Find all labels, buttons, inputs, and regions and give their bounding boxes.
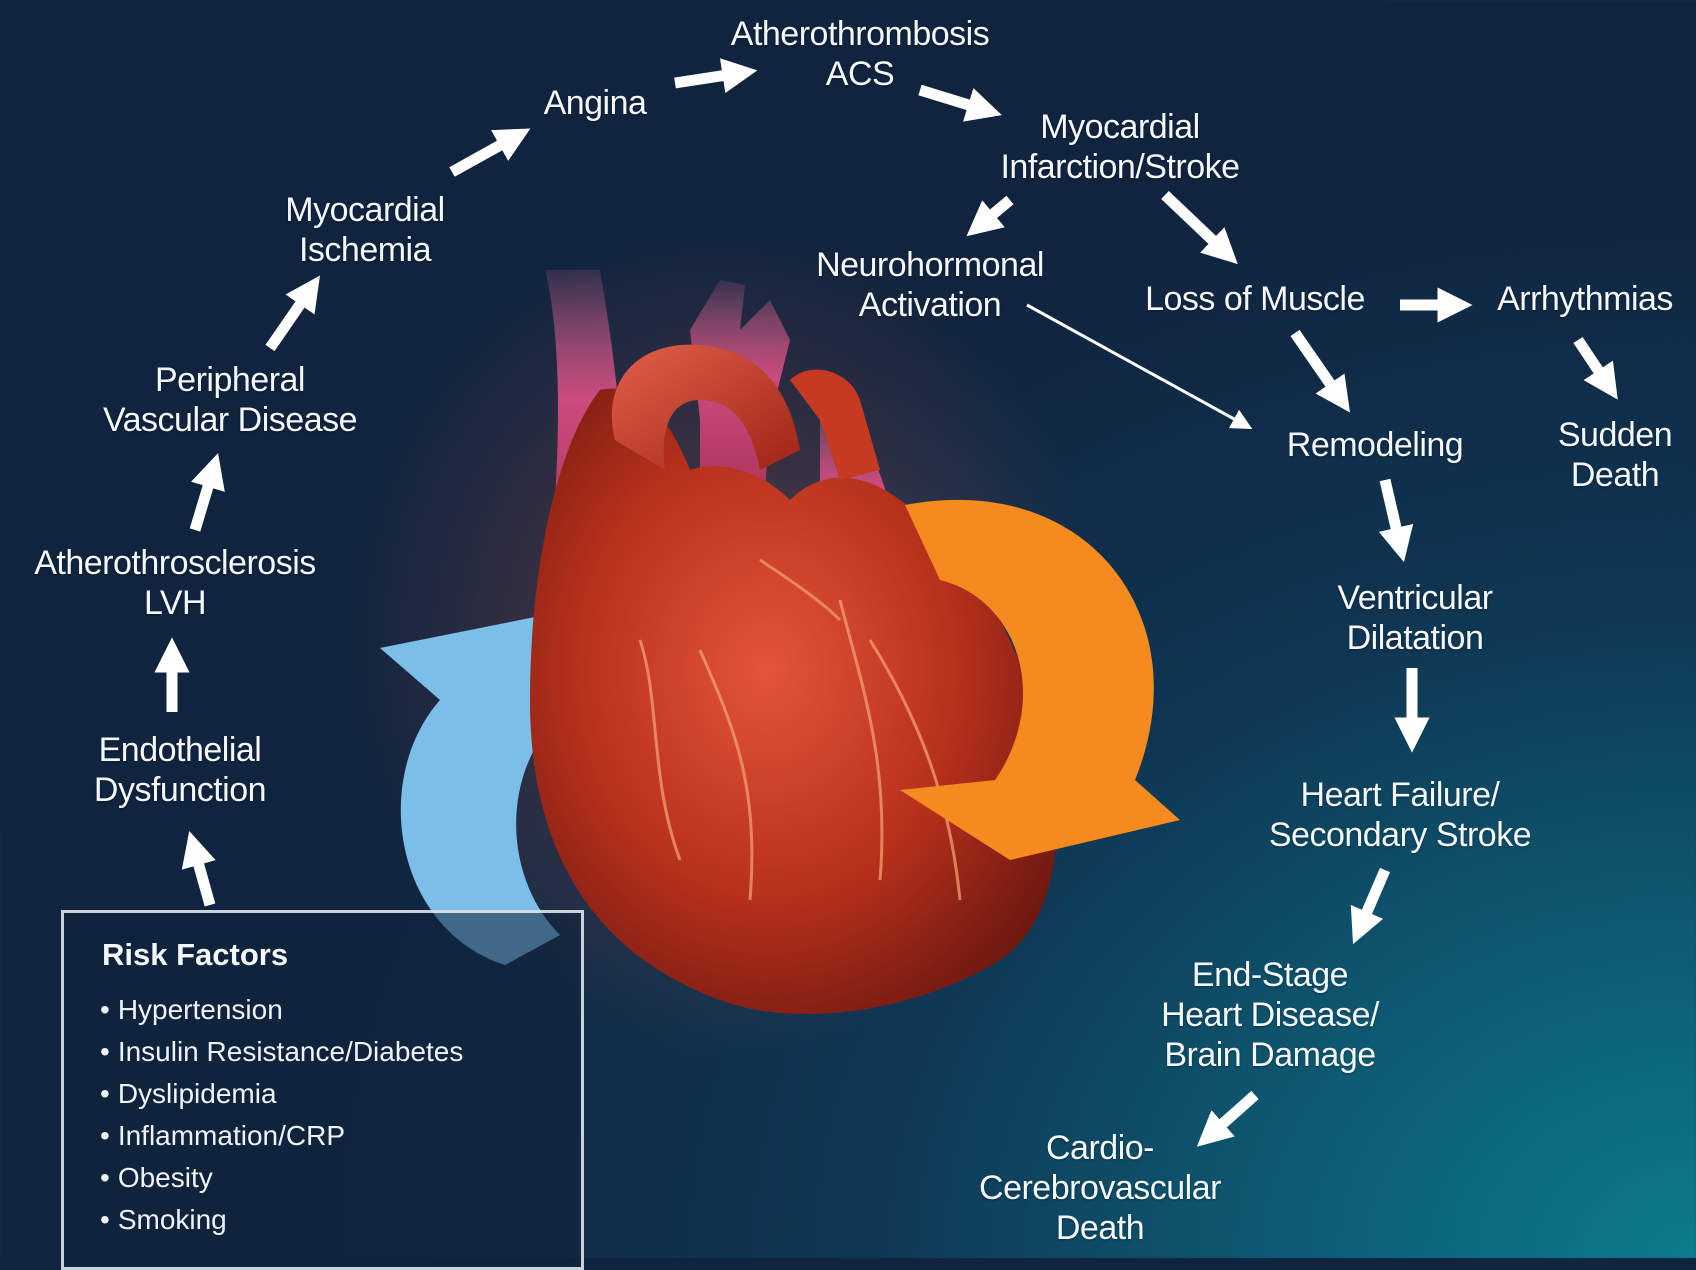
node-myocardial-infarction: Myocardial Infarction/Stroke	[950, 107, 1290, 187]
arrow-infarction-to-neurohormonal	[980, 200, 1010, 225]
node-arrhythmias-line1: Arrhythmias	[1480, 279, 1690, 319]
node-myocardial-ischemia-line1: Myocardial	[250, 190, 480, 230]
arrow-atherosclerosis-to-peripheral	[195, 470, 213, 530]
node-peripheral-line1: Peripheral	[75, 360, 385, 400]
node-ventricular-dilatation: Ventricular Dilatation	[1300, 578, 1530, 658]
node-atherothrombosis-line2: ACS	[700, 54, 1020, 94]
arrow-infarction-to-loss-of-muscle	[1165, 195, 1225, 252]
node-myocardial-infarction-line1: Myocardial	[950, 107, 1290, 147]
node-loss-of-muscle-line1: Loss of Muscle	[1120, 279, 1390, 319]
risk-factors-title: Risk Factors	[102, 937, 288, 973]
node-atherosclerosis: Atherothrosclerosis LVH	[10, 543, 340, 623]
node-heart-failure-line1: Heart Failure/	[1240, 775, 1560, 815]
node-end-stage-line2: Heart Disease/	[1120, 995, 1420, 1035]
arrow-heart-failure-to-end-stage	[1360, 870, 1385, 928]
node-death-line3: Death	[950, 1208, 1250, 1248]
node-endothelial-line1: Endothelial	[60, 730, 300, 770]
node-myocardial-infarction-line2: Infarction/Stroke	[950, 147, 1290, 187]
arrow-loss-of-muscle-to-remodeling	[1295, 333, 1340, 398]
node-sudden-death-line2: Death	[1530, 455, 1696, 495]
node-endothelial-line2: Dysfunction	[60, 770, 300, 810]
node-peripheral-vascular: Peripheral Vascular Disease	[75, 360, 385, 440]
node-remodeling-line1: Remodeling	[1260, 425, 1490, 465]
risk-factor-item: Dyslipidemia	[100, 1073, 463, 1115]
node-arrhythmias: Arrhythmias	[1480, 279, 1690, 319]
node-neurohormonal-line2: Activation	[790, 285, 1070, 325]
node-peripheral-line2: Vascular Disease	[75, 400, 385, 440]
risk-factor-item: Insulin Resistance/Diabetes	[100, 1031, 463, 1073]
node-neurohormonal: Neurohormonal Activation	[790, 245, 1070, 325]
node-endothelial: Endothelial Dysfunction	[60, 730, 300, 810]
node-end-stage-line3: Brain Damage	[1120, 1035, 1420, 1075]
node-death-line1: Cardio-	[950, 1128, 1250, 1168]
risk-factors-list: Hypertension Insulin Resistance/Diabetes…	[100, 989, 463, 1241]
node-ventricular-line1: Ventricular	[1300, 578, 1530, 618]
node-atherothrombosis-line1: Atherothrombosis	[700, 14, 1020, 54]
node-heart-failure: Heart Failure/ Secondary Stroke	[1240, 775, 1560, 855]
node-sudden-death: Sudden Death	[1530, 415, 1696, 495]
risk-factor-item: Smoking	[100, 1199, 463, 1241]
node-neurohormonal-line1: Neurohormonal	[790, 245, 1070, 285]
arrow-ischemia-to-angina	[452, 137, 515, 172]
node-ventricular-line2: Dilatation	[1300, 618, 1530, 658]
risk-factor-item: Obesity	[100, 1157, 463, 1199]
node-death-line2: Cerebrovascular	[950, 1168, 1250, 1208]
node-sudden-death-line1: Sudden	[1530, 415, 1696, 455]
node-cardio-death: Cardio- Cerebrovascular Death	[950, 1128, 1250, 1248]
node-remodeling: Remodeling	[1260, 425, 1490, 465]
node-atherosclerosis-line1: Atherothrosclerosis	[10, 543, 340, 583]
node-atherosclerosis-line2: LVH	[10, 583, 340, 623]
node-loss-of-muscle: Loss of Muscle	[1120, 279, 1390, 319]
node-angina: Angina	[520, 83, 670, 123]
risk-factor-item: Inflammation/CRP	[100, 1115, 463, 1157]
risk-factors-box: Risk Factors Hypertension Insulin Resist…	[61, 910, 584, 1270]
node-end-stage: End-Stage Heart Disease/ Brain Damage	[1120, 955, 1420, 1075]
arrow-risk-to-endothelial	[194, 848, 210, 905]
arrow-peripheral-to-ischemia	[270, 290, 310, 348]
node-end-stage-line1: End-Stage	[1120, 955, 1420, 995]
node-myocardial-ischemia: Myocardial Ischemia	[250, 190, 480, 270]
arrow-arrhythmias-to-sudden-death	[1578, 340, 1608, 385]
arrow-remodeling-to-ventricular	[1385, 480, 1400, 545]
risk-factor-item: Hypertension	[100, 989, 463, 1031]
node-heart-failure-line2: Secondary Stroke	[1240, 815, 1560, 855]
node-atherothrombosis: Atherothrombosis ACS	[700, 14, 1020, 94]
node-angina-line1: Angina	[520, 83, 670, 123]
node-myocardial-ischemia-line2: Ischemia	[250, 230, 480, 270]
